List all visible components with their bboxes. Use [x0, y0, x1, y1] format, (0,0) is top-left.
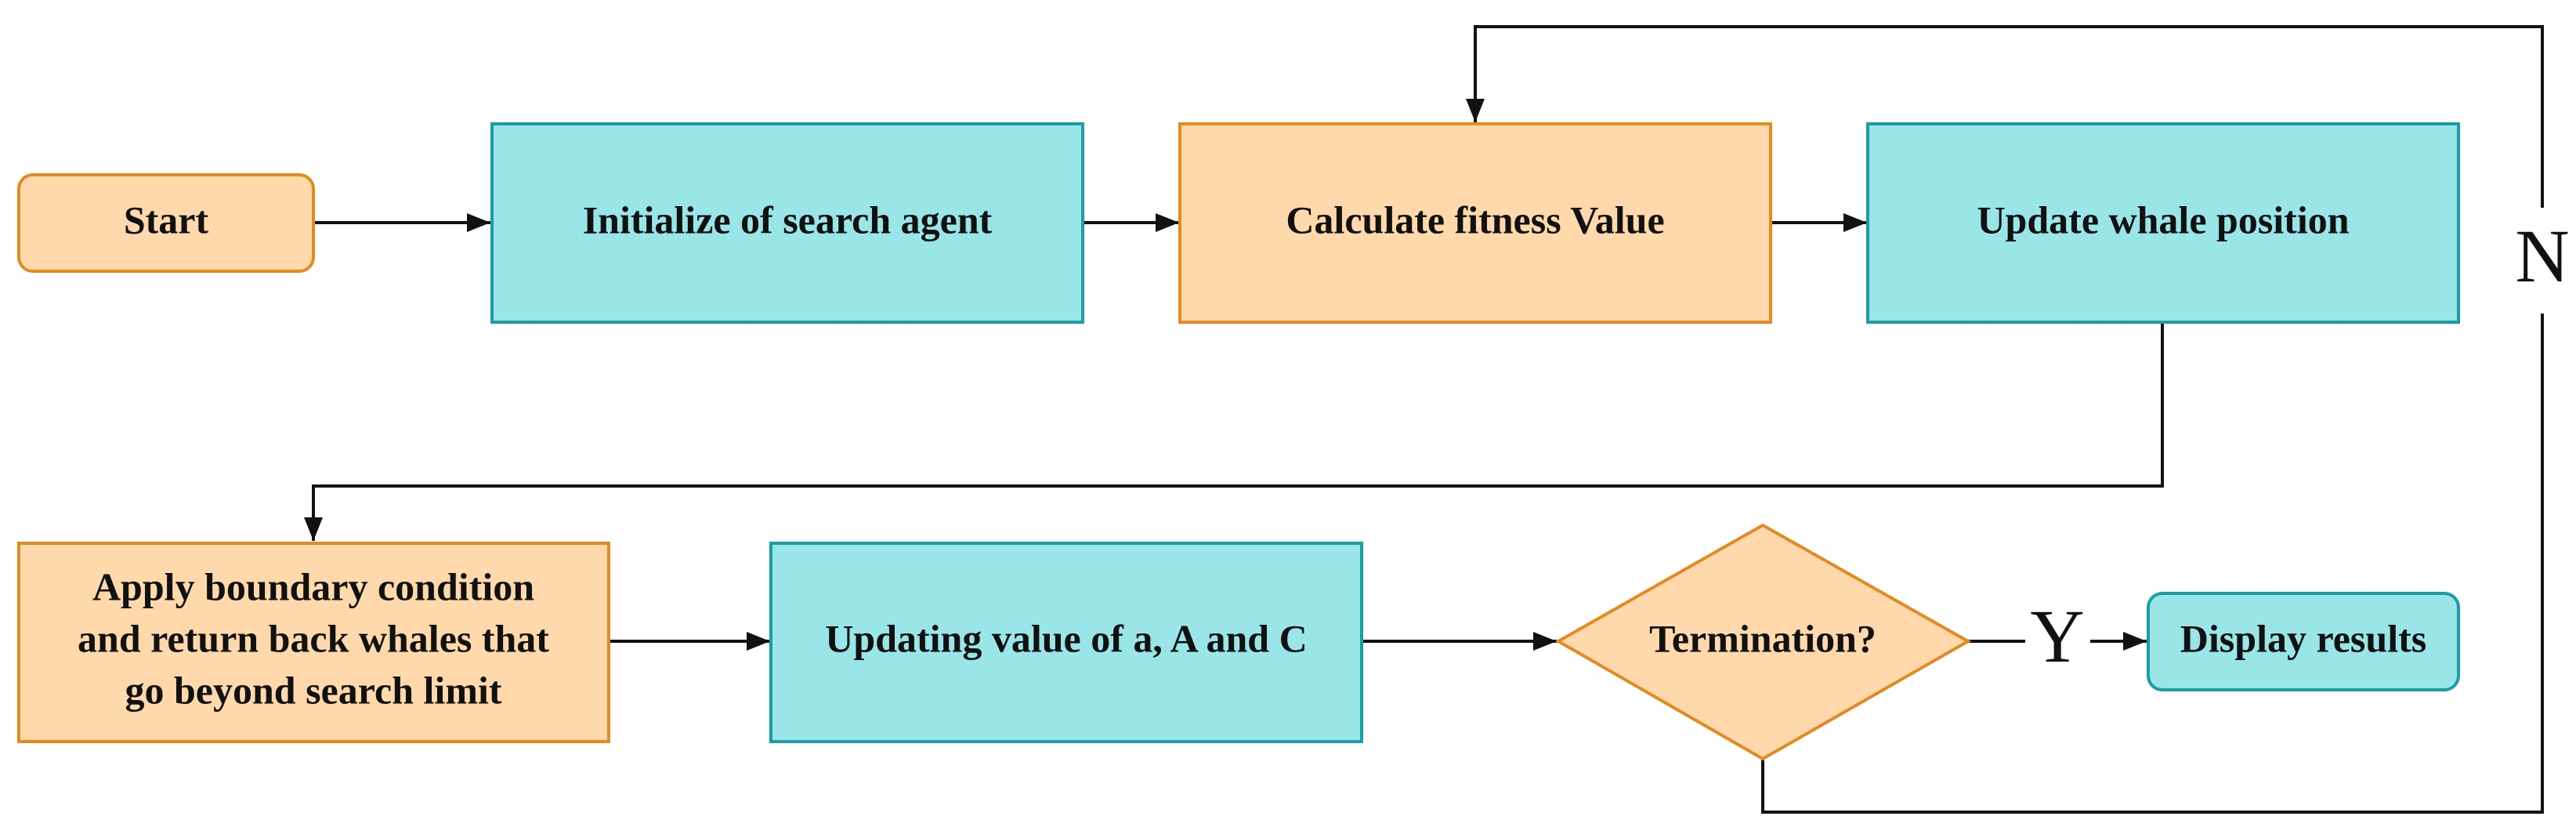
update-node: Update whale position [1866, 122, 2460, 324]
fitness-label: Calculate fitness Value [1286, 198, 1664, 241]
update-label: Update whale position [1977, 198, 2349, 241]
fitness-node: Calculate fitness Value [1178, 122, 1772, 324]
boundary-node: Apply boundary condition and return back… [17, 542, 610, 743]
yes-label: Y [2030, 594, 2084, 678]
boundary-label-line-3: go beyond search limit [125, 668, 501, 712]
updating-label: Updating value of a, A and C [825, 616, 1307, 660]
start-node: Start [17, 173, 315, 273]
boundary-label-line-1: Apply boundary condition [92, 564, 534, 608]
init-node: Initialize of search agent [490, 122, 1084, 324]
init-label: Initialize of search agent [583, 198, 993, 241]
display-node: Display results [2147, 592, 2460, 691]
arrow-no-loop-to-fitness [1466, 25, 2544, 208]
start-label: Start [124, 198, 209, 241]
arrow-termination-no-loop [1761, 314, 2544, 814]
updating-node: Updating value of a, A and C [769, 542, 1363, 743]
arrow-update-to-boundary [304, 321, 2164, 541]
termination-label: Termination? [1649, 616, 1876, 660]
termination-node: Termination? [1554, 523, 1972, 761]
boundary-label-line-2: and return back whales that [78, 616, 549, 660]
no-label: N [2515, 214, 2569, 298]
display-label: Display results [2180, 616, 2426, 660]
